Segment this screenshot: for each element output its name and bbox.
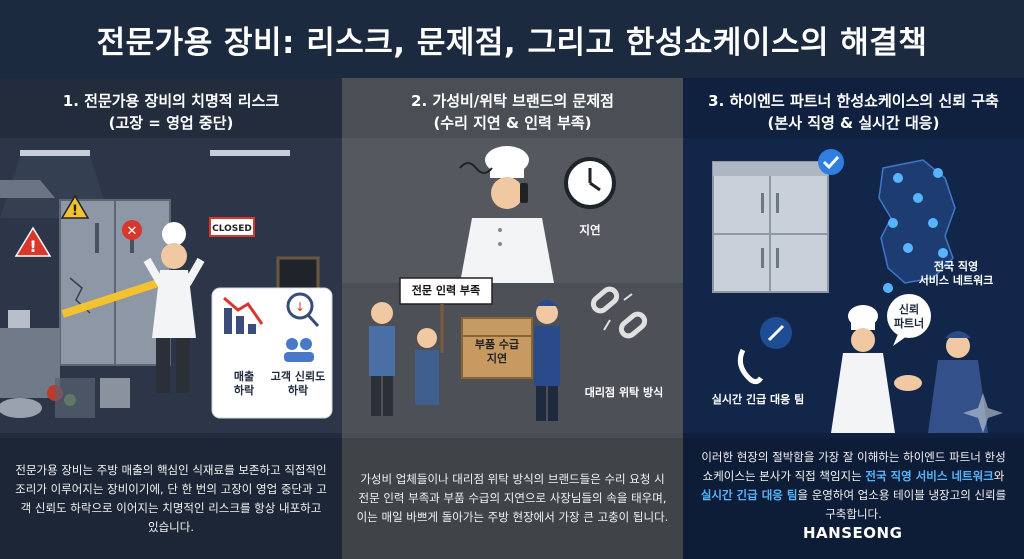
customers-icon [286, 338, 298, 350]
error-x-icon [122, 220, 142, 240]
network-label: 전국 직영 서비스 네트워크 [918, 260, 994, 287]
verified-check-icon [818, 149, 844, 175]
korea-map-icon [878, 159, 956, 284]
chef-icon [851, 328, 875, 352]
risk-illustration: ! ! ✕ CLOSED [0, 138, 342, 433]
impact-card [211, 287, 333, 419]
panel-risk-heading: 1. 전문가용 장비의 치명적 리스크 (고장 = 영업 중단) [0, 90, 342, 134]
sparkle-icon [963, 393, 1003, 433]
pot-icon [100, 378, 130, 408]
chef-hat-icon [162, 222, 186, 246]
warning-triangle-icon [60, 194, 90, 219]
panel-solution-title: 3. 하이엔드 파트너 한성쇼케이스의 신뢰 구축 [708, 92, 999, 110]
sales-drop-label: 매출 하락 [233, 370, 255, 397]
panel-risk-title: 1. 전문가용 장비의 치명적 리스크 [62, 92, 280, 110]
highlight-network: 전국 직영 서비스 네트워크 [865, 469, 994, 483]
chart-down-icon [224, 308, 232, 334]
header-banner: 전문가용 장비: 리스크, 문제점, 그리고 한성쇼케이스의 해결책 [0, 0, 1024, 78]
problem-illustration: 지연 전문 인력 부족 부품 수급 지연 대리점 위탁 방식 [342, 138, 683, 433]
panel-problem: 2. 가성비/위탁 브랜드의 문제점 (수리 지연 & 인력 부족) [342, 78, 683, 559]
stress-scribble-icon [459, 162, 493, 174]
broken-chain-icon [590, 286, 648, 339]
caution-tape-icon [61, 276, 169, 318]
ceiling-lamp-icon [210, 150, 290, 156]
agency-consignment-label: 대리점 위탁 방식 [584, 386, 664, 399]
panel-problem-description-box: 가성비 업체들이나 대리점 위탁 방식의 브랜드들은 수리 요청 시 전문 인력… [342, 438, 683, 559]
panel-risk-subtitle: (고장 = 영업 중단) [108, 114, 234, 132]
ceiling-lamp-icon [20, 150, 90, 156]
svg-text:!: ! [29, 237, 36, 256]
stressed-chef-icon [161, 243, 187, 269]
brand-logo: HANSEONG [803, 524, 903, 542]
panel-problem-description: 가성비 업체들이나 대리점 위탁 방식의 브랜드들은 수리 요청 시 전문 인력… [356, 472, 669, 524]
handshake-icon [894, 375, 922, 391]
parts-box-icon [461, 317, 533, 379]
svg-text:CLOSED: CLOSED [212, 224, 252, 234]
location-pin-icon [883, 168, 948, 293]
panel-problem-subtitle: (수리 지연 & 인력 부족) [433, 114, 592, 132]
panel-risk-description-box: 전문가용 장비는 주방 매출의 핵심인 식재료를 보존하고 직접적인 조리가 이… [0, 438, 342, 559]
staff-shortage-sign [399, 277, 493, 305]
pot-icon [8, 310, 30, 328]
trust-partner-label: 신뢰 파트너 [893, 303, 925, 330]
worried-chef-icon [491, 177, 523, 209]
panel-solution-description-box: 이러한 현장의 절박함을 가장 잘 이해하는 하이엔드 파트너 한성쇼케이스는 … [683, 438, 1024, 559]
panel-risk: 1. 전문가용 장비의 치명적 리스크 (고장 = 영업 중단) ! ! ✕ [0, 78, 342, 559]
svg-text:!: ! [72, 203, 78, 219]
staff-person-icon [371, 302, 393, 324]
staff-person-icon [417, 328, 437, 348]
technician-icon [536, 302, 558, 324]
emergency-team-label: 실시간 긴급 대응 팀 [711, 393, 805, 406]
closed-sign-icon [209, 217, 255, 237]
staff-shortage-label: 전문 인력 부족 [411, 284, 481, 297]
svg-text:↓: ↓ [295, 300, 305, 314]
trust-drop-label: 고객 신뢰도 하락 [270, 370, 326, 397]
parts-delay-label: 부품 수급 지연 [474, 338, 520, 365]
panel-solution-description: 이러한 현장의 절박함을 가장 잘 이해하는 하이엔드 파트너 한성쇼케이스는 … [700, 450, 1007, 521]
page-title: 전문가용 장비: 리스크, 문제점, 그리고 한성쇼케이스의 해결책 [96, 24, 928, 61]
phone-icon [520, 183, 528, 203]
technician-icon [946, 334, 970, 358]
panel-solution-heading: 3. 하이엔드 파트너 한성쇼케이스의 신뢰 구축 (본사 직영 & 실시간 대… [683, 90, 1024, 134]
panel-problem-title: 2. 가성비/위탁 브랜드의 문제점 [411, 92, 614, 110]
trust-partner-bubble [887, 294, 931, 338]
panel-problem-heading: 2. 가성비/위탁 브랜드의 문제점 (수리 지연 & 인력 부족) [342, 90, 683, 134]
panel-solution: 3. 하이엔드 파트너 한성쇼케이스의 신뢰 구축 (본사 직영 & 실시간 대… [683, 78, 1024, 559]
svg-text:✕: ✕ [127, 224, 138, 239]
warning-triangle-icon [14, 226, 52, 257]
highlight-emergency-team: 실시간 긴급 대응 팀 [700, 488, 798, 502]
panel-risk-description: 전문가용 장비는 주방 매출의 핵심인 식재료를 보존하고 직접적인 조리가 이… [15, 462, 327, 534]
magnifier-icon [286, 292, 314, 320]
delay-label: 지연 [579, 223, 601, 237]
panel-solution-subtitle: (본사 직영 & 실시간 대응) [767, 114, 940, 132]
solution-illustration: 전국 직영 서비스 네트워크 신뢰 파트너 실시간 긴급 대응 팀 [683, 138, 1024, 433]
emergency-phone-icon [737, 348, 764, 385]
